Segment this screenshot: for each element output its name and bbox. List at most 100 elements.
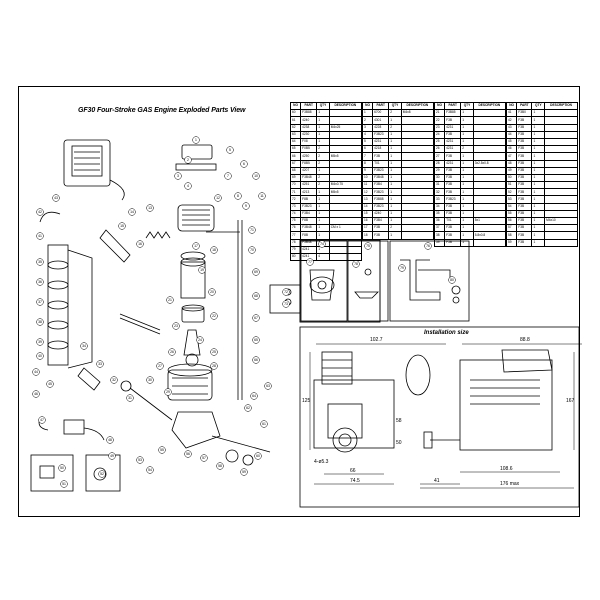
callout-number: 12	[216, 196, 220, 200]
callout-number: 62	[246, 406, 250, 410]
callout-bubble	[146, 376, 154, 384]
callout-bubble	[58, 464, 66, 472]
callout-number: 39	[38, 340, 42, 344]
callout-number: 33	[98, 362, 102, 366]
rocker-cover-sketch	[181, 144, 213, 160]
table-cell: 4	[316, 252, 330, 262]
muffler-sketch	[99, 229, 131, 263]
valve-spring-sketch	[145, 231, 171, 239]
callout-number: 49	[110, 454, 114, 458]
callout-bubble	[46, 380, 54, 388]
callout-bubble	[192, 242, 200, 250]
callout-number: 53	[138, 458, 142, 462]
callout-bubble	[252, 314, 260, 322]
callout-number: 16	[138, 242, 142, 246]
callout-number: 19	[200, 268, 204, 272]
callout-number: 17	[194, 244, 198, 248]
callout-bubble	[258, 192, 266, 200]
callout-number: 23	[174, 324, 178, 328]
callout-bubble	[36, 352, 44, 360]
callout-number: 72	[284, 290, 288, 294]
dim-label-74-5: 74.5	[350, 478, 360, 484]
callout-number: 45	[48, 382, 52, 386]
callout-bubble	[210, 348, 218, 356]
dim-label-125: 125	[302, 398, 311, 404]
callout-number: 56	[186, 452, 190, 456]
callout-bubble	[210, 246, 218, 254]
inset-pulley-box	[85, 454, 121, 492]
callout-bubble	[318, 240, 326, 248]
callout-number: 24	[198, 338, 202, 342]
callout-number: 60	[256, 454, 260, 458]
callout-bubble	[210, 312, 218, 320]
callout-bubble	[136, 456, 144, 464]
table-cell: F3B	[516, 238, 533, 247]
callout-number: 8	[237, 194, 239, 198]
callout-bubble	[352, 260, 360, 268]
intake-pipe-sketch	[39, 211, 61, 223]
callout-number: 38	[38, 320, 42, 324]
callout-bubble	[158, 446, 166, 454]
dim-label-58: 58	[396, 418, 402, 424]
callout-number: 75	[366, 244, 370, 248]
dim-label-hole: 4-ø5.3	[314, 459, 329, 465]
callout-bubble	[240, 468, 248, 476]
callout-bubble	[110, 376, 118, 384]
callout-number: 18	[212, 248, 216, 252]
callout-bubble	[184, 156, 192, 164]
callout-number: 35	[38, 260, 42, 264]
table-cell: 59	[505, 238, 518, 247]
callout-bubble	[36, 298, 44, 306]
callout-number: 36	[38, 280, 42, 284]
callout-number: 3	[177, 174, 179, 178]
callout-number: 5	[229, 148, 231, 152]
callout-bubble	[216, 462, 224, 470]
dim-label-88-8: 88.8	[520, 337, 530, 343]
callout-number: 51	[62, 482, 66, 486]
callout-bubble	[244, 404, 252, 412]
callout-number: 58	[218, 464, 222, 468]
callout-bubble	[166, 296, 174, 304]
callout-bubble	[52, 194, 60, 202]
callout-bubble	[32, 368, 40, 376]
callout-bubble	[136, 240, 144, 248]
install-muffler-side	[501, 349, 553, 373]
callout-bubble	[36, 208, 44, 216]
callout-bubble	[36, 318, 44, 326]
ignition-module-sketch	[63, 419, 85, 435]
propeller-shaft-sketch	[211, 435, 271, 453]
callout-number: 69	[254, 270, 258, 274]
callout-number: 64	[252, 394, 256, 398]
table-cell: 1	[388, 231, 402, 240]
install-side-outline	[459, 359, 553, 451]
callout-bubble	[38, 416, 46, 424]
installation-title: Installation size	[424, 330, 469, 336]
connecting-rod-sketch	[183, 329, 201, 356]
callout-number: 66	[254, 358, 258, 362]
callout-bubble	[282, 288, 290, 296]
callout-number: 34	[82, 344, 86, 348]
callout-number: 50	[60, 466, 64, 470]
callout-bubble	[96, 360, 104, 368]
callout-bubble	[36, 232, 44, 240]
crankcase-sketch	[171, 411, 221, 449]
table-cell	[328, 252, 363, 262]
callout-bubble	[252, 356, 260, 364]
callout-bubble	[252, 336, 260, 344]
callout-bubble	[98, 470, 106, 478]
callout-number: 48	[108, 438, 112, 442]
dim-label-66: 66	[350, 468, 356, 474]
callout-number: 28	[212, 364, 216, 368]
diagram-title: GF30 Four-Stroke GAS Engine Exploded Par…	[78, 107, 246, 114]
callout-number: 63	[266, 384, 270, 388]
callout-number: 54	[148, 468, 152, 472]
callout-number: 44	[34, 370, 38, 374]
